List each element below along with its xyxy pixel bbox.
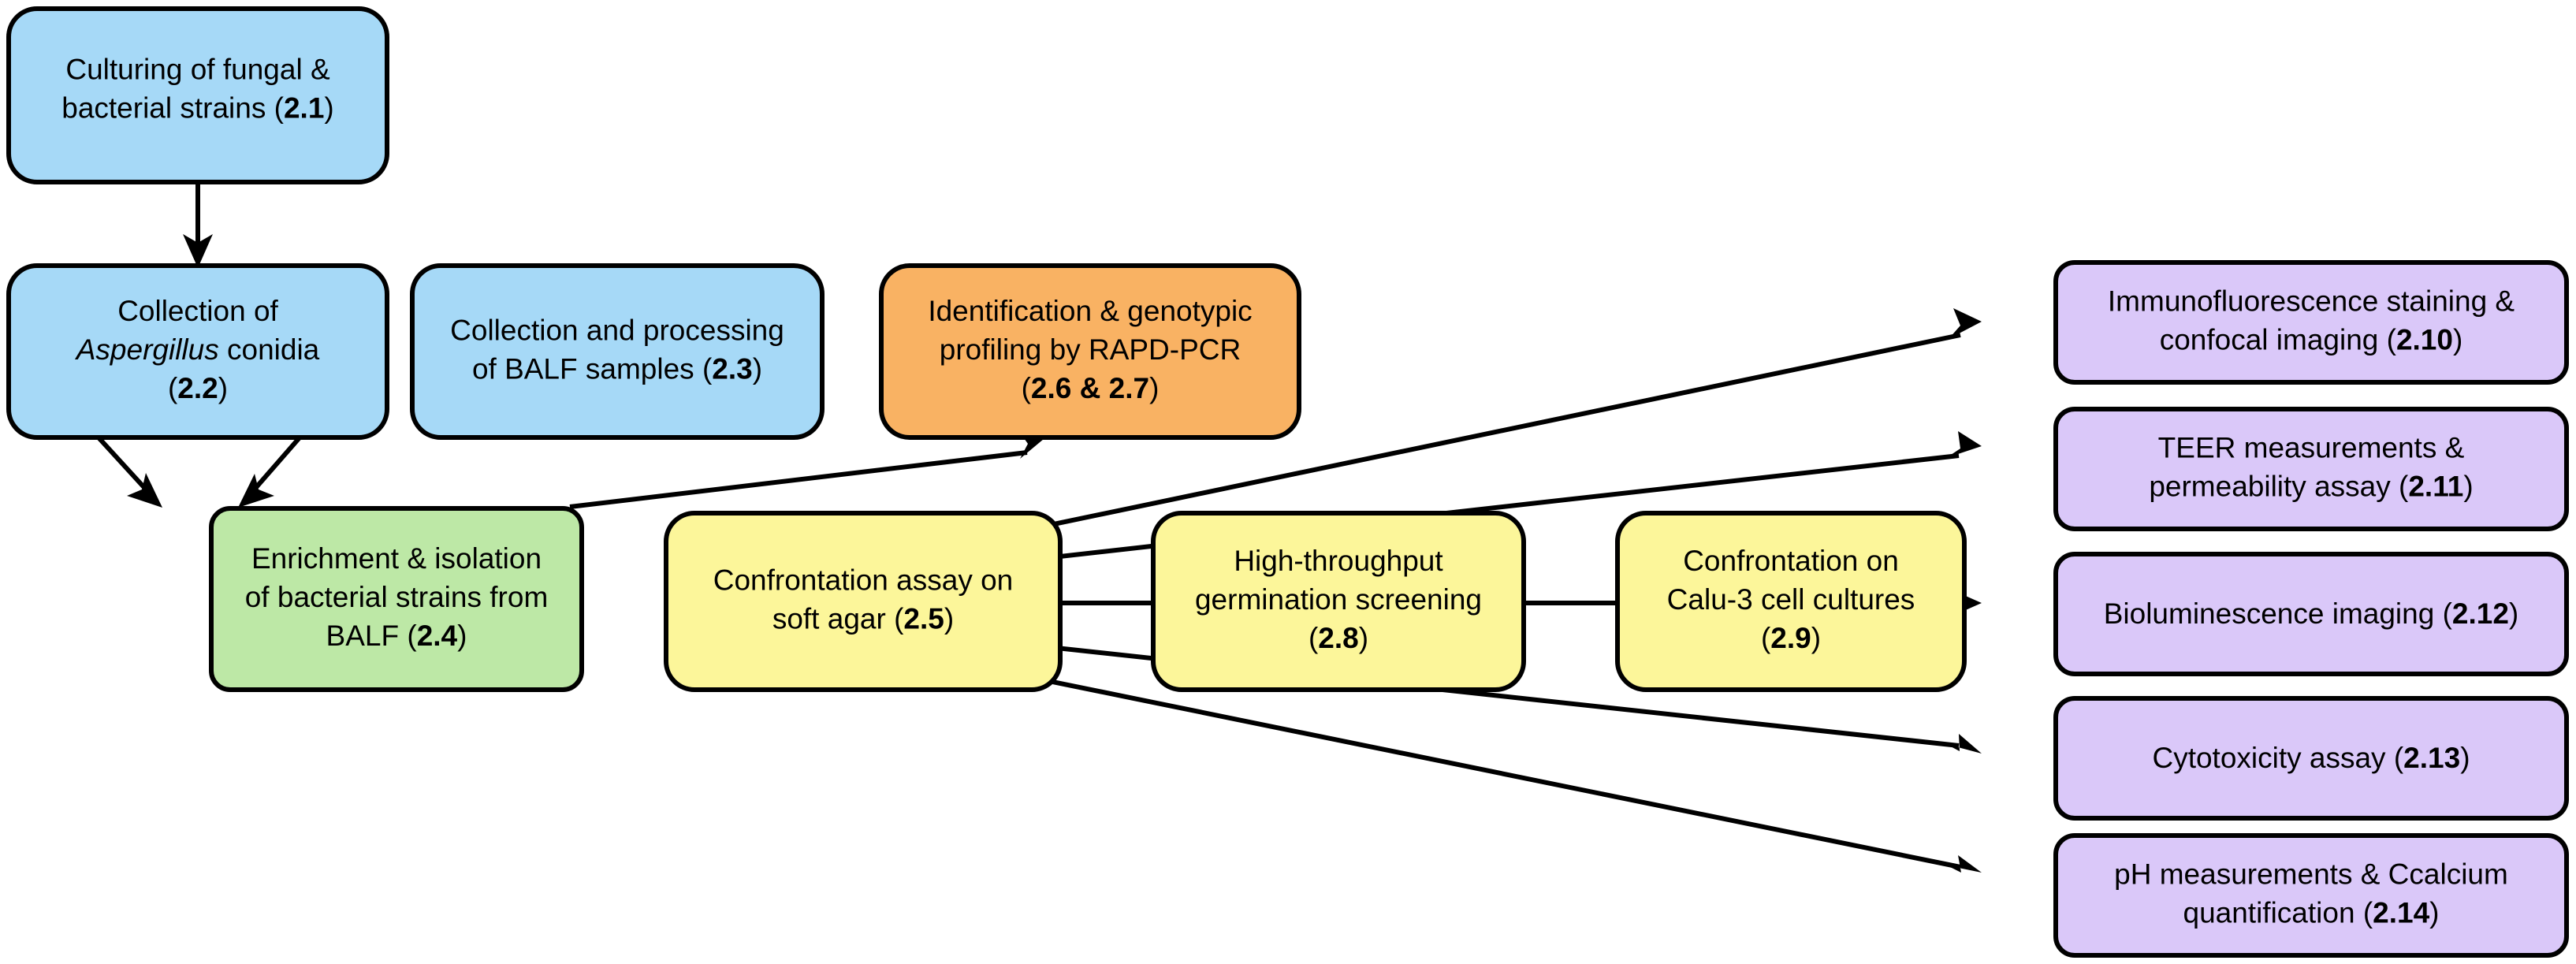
node-shape[interactable] [209, 506, 584, 692]
node-shape[interactable] [2053, 407, 2569, 531]
node-shape[interactable] [664, 511, 1063, 692]
arrowhead-icon [183, 234, 213, 268]
arrowhead-icon [1949, 308, 1982, 339]
node-shape[interactable] [2053, 833, 2569, 958]
edge-culturing-to-conidia [183, 183, 213, 268]
node-text: Culturing of fungal &bacterial strains (… [61, 53, 333, 124]
arrowhead-icon [1947, 855, 1982, 873]
node-shape[interactable] [2053, 260, 2569, 385]
node-bioluminescence-imaging[interactable]: Bioluminescence imaging (2.12) [2053, 552, 2569, 676]
node-cytotoxicity-assay[interactable]: Cytotoxicity assay (2.13) [2053, 696, 2569, 821]
arrowhead-icon [1946, 734, 1982, 754]
edge-calu3-to-immunofluorescence [940, 308, 1982, 550]
edge-calu3-to-ph-calcium [940, 657, 1982, 873]
node-teer-permeability[interactable]: TEER measurements &permeability assay (2… [2053, 407, 2569, 531]
node-shape[interactable] [6, 6, 389, 184]
node-shape[interactable] [2053, 696, 2569, 821]
arrowhead-icon [238, 474, 274, 508]
arrowhead-icon [1946, 431, 1982, 458]
edge-balf-to-enrichment [238, 434, 303, 508]
node-text: Bioluminescence imaging (2.12) [2104, 597, 2519, 630]
node-shape[interactable] [410, 263, 825, 440]
node-shape[interactable] [1615, 511, 1967, 692]
node-shape[interactable] [6, 263, 389, 440]
edge-line [569, 450, 1028, 509]
edge-line [940, 333, 1961, 550]
edge-line [250, 434, 303, 493]
node-text: TEER measurements &permeability assay (2… [2149, 431, 2473, 502]
edge-line [95, 434, 151, 494]
node-culturing-of-strains[interactable]: Culturing of fungal &bacterial strains (… [6, 6, 389, 184]
arrowhead-icon [127, 473, 162, 508]
edge-line [940, 657, 1961, 869]
node-layer: Culturing of fungal &bacterial strains (… [6, 6, 2569, 958]
node-text: Immunofluorescence staining &confocal im… [2108, 285, 2515, 355]
node-shape[interactable] [879, 263, 1301, 440]
node-shape[interactable] [1151, 511, 1526, 692]
node-immunofluorescence[interactable]: Immunofluorescence staining &confocal im… [2053, 260, 2569, 385]
node-shape[interactable] [2053, 552, 2569, 676]
node-text: Cytotoxicity assay (2.13) [2152, 742, 2470, 774]
edge-conidia-to-enrichment [95, 434, 162, 508]
